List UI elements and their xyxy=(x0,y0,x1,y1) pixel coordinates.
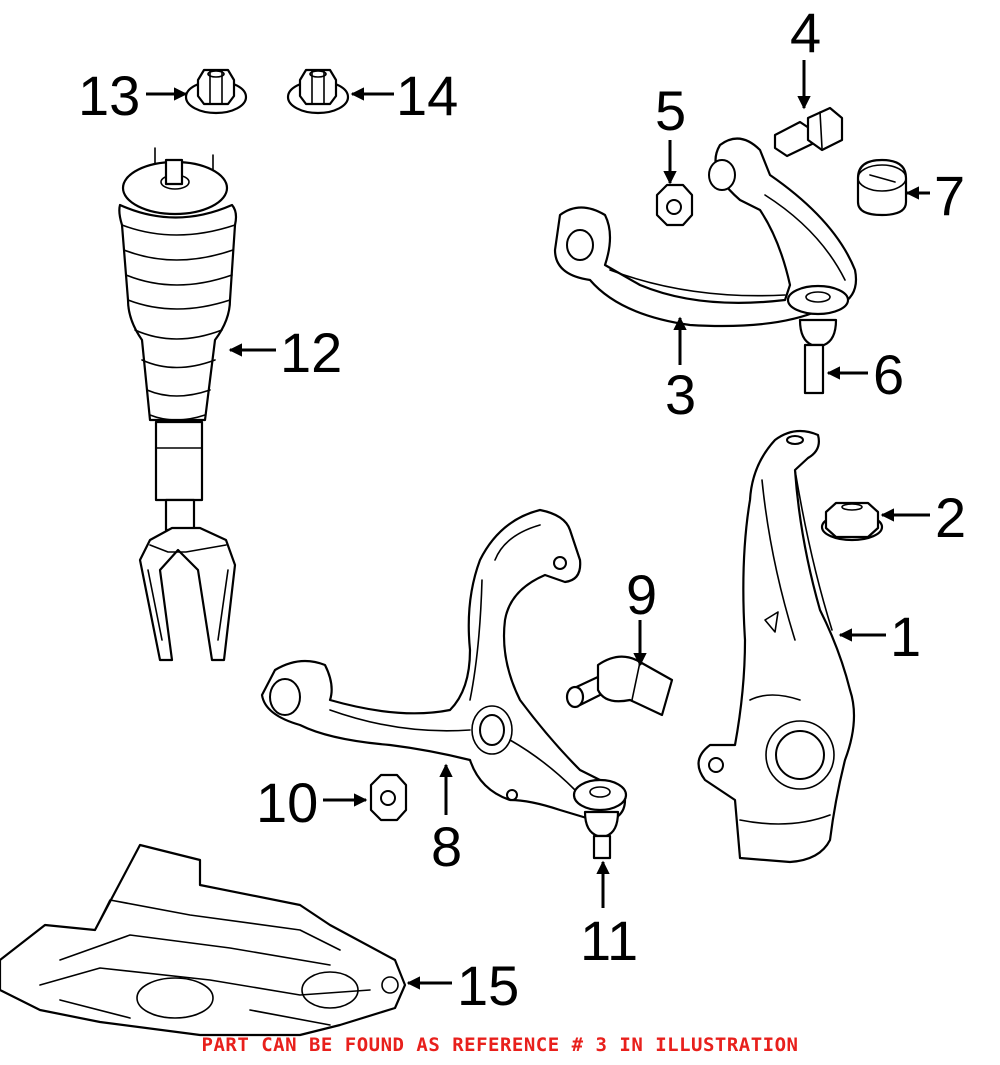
callout-3: 3 xyxy=(665,363,696,426)
part-14-flange-nut xyxy=(286,68,350,115)
callout-numbers: 13 14 4 5 7 3 6 12 2 9 1 10 8 11 15 xyxy=(78,1,966,1017)
part-12-air-strut xyxy=(118,147,238,662)
part-7-bushing xyxy=(856,158,908,217)
callout-7: 7 xyxy=(934,164,965,227)
callout-arrows xyxy=(146,60,930,990)
callout-6: 6 xyxy=(873,343,904,406)
callout-13: 13 xyxy=(78,64,140,127)
callout-14: 14 xyxy=(396,64,458,127)
part-10-nut xyxy=(369,773,408,822)
part-15-skid-plate xyxy=(0,843,407,1037)
part-3-upper-control-arm xyxy=(553,137,858,395)
callout-2: 2 xyxy=(935,486,966,549)
callout-5: 5 xyxy=(655,79,686,142)
callout-8: 8 xyxy=(431,815,462,878)
callout-15: 15 xyxy=(457,954,519,1017)
callout-10: 10 xyxy=(256,771,318,834)
footnote-reference: PART CAN BE FOUND AS REFERENCE # 3 IN IL… xyxy=(201,1034,799,1056)
part-8-lower-control-arm xyxy=(260,508,628,860)
part-2-nut xyxy=(820,501,884,542)
part-1-steering-knuckle xyxy=(697,429,856,864)
callout-11: 11 xyxy=(580,909,638,972)
callout-4: 4 xyxy=(790,1,821,64)
part-13-flange-nut xyxy=(184,68,248,115)
part-9-sensor xyxy=(565,655,674,717)
callout-1: 1 xyxy=(890,605,921,668)
part-4-bolt xyxy=(773,106,844,158)
part-5-nut xyxy=(655,183,694,227)
callout-9: 9 xyxy=(626,563,657,626)
callout-12: 12 xyxy=(280,321,342,384)
